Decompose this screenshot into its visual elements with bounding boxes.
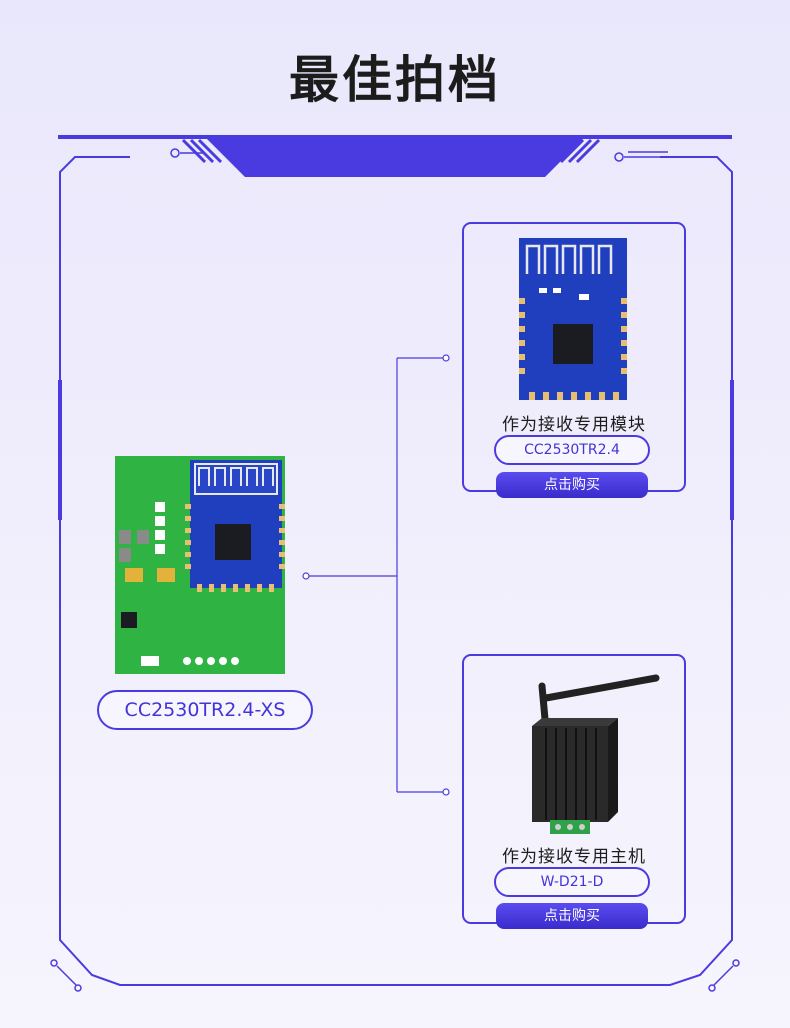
main-product-image xyxy=(115,456,285,674)
pairing-card-module: 作为接收专用模块 xyxy=(462,222,686,492)
host-product-image xyxy=(522,668,662,836)
page-title: 最佳拍档 xyxy=(289,51,501,109)
module-model-label: CC2530TR2.4 xyxy=(494,435,650,465)
main-product-model-label: CC2530TR2.4-XS xyxy=(97,690,313,730)
module-product-image xyxy=(519,238,627,400)
module-caption: 作为接收专用模块 xyxy=(502,415,646,435)
host-model-label: W-D21-D xyxy=(494,867,650,897)
pairing-card-host: 作为接收专用主机 xyxy=(462,654,686,924)
module-buy-button[interactable]: 点击购买 xyxy=(496,472,648,498)
host-buy-button[interactable]: 点击购买 xyxy=(496,903,648,929)
host-caption: 作为接收专用主机 xyxy=(502,847,646,867)
